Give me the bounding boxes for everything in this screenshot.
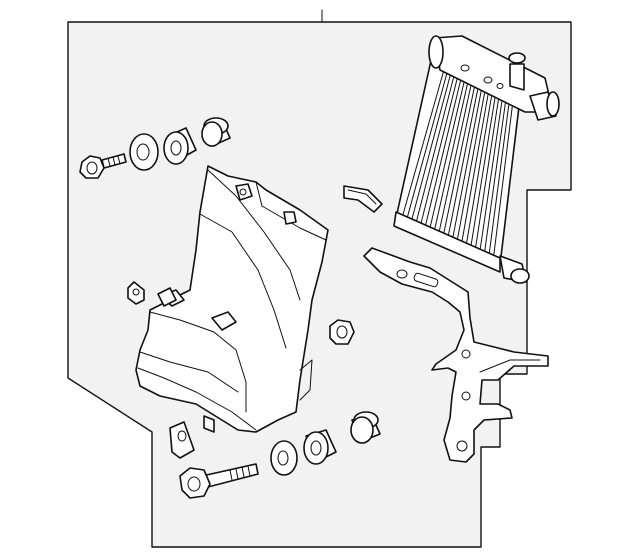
- duct-crease-5: [137, 367, 257, 431]
- upper-bolt: [79, 153, 127, 179]
- nut: [329, 319, 355, 345]
- bracket-arm-edge: [479, 359, 541, 373]
- radiator-fin: [420, 77, 458, 225]
- lower-grommet-hole: [310, 440, 322, 456]
- duct-tab-center: [211, 311, 237, 331]
- radiator-fin: [456, 90, 486, 242]
- retainer-clip-body: [169, 421, 195, 459]
- bracket-hole-2: [461, 349, 471, 359]
- upper-grommet: [163, 127, 197, 165]
- bracket-hole-3: [461, 391, 471, 401]
- duct-hole-top: [239, 188, 247, 196]
- radiator-fin: [406, 72, 448, 219]
- mounting-bracket: [363, 247, 549, 463]
- oil-cooler-bottom-tank: [393, 211, 501, 273]
- left-side-pin-body: [157, 287, 177, 307]
- radiator-fin: [483, 100, 507, 255]
- lower-bolt-head: [179, 467, 211, 499]
- seal-clip-body: [343, 185, 383, 213]
- pin-clip-hole: [132, 288, 140, 296]
- oil-cooler-hole-2: [483, 76, 493, 84]
- oil-cooler-side-outlet-end: [546, 91, 560, 117]
- upper-bolt-thread: [107, 155, 121, 167]
- radiator-fin: [442, 85, 476, 236]
- lower-grommet: [303, 429, 337, 465]
- bracket-hole-4: [456, 440, 468, 452]
- duct-crease-2: [199, 213, 287, 349]
- pin-clip-left: [127, 281, 145, 305]
- left-side-pin: [157, 287, 177, 307]
- radiator-fin: [447, 87, 479, 238]
- pin-clip-body: [127, 281, 145, 305]
- duct-crease-1: [207, 169, 301, 301]
- oil-cooler-hole-3: [496, 83, 504, 89]
- radiator-fin: [452, 89, 482, 240]
- oil-cooler-fins: [402, 71, 514, 259]
- nut-hex: [329, 319, 355, 345]
- duct-side-rib: [299, 359, 313, 401]
- oil-cooler-hole-1: [460, 64, 470, 72]
- lower-bushing: [350, 411, 381, 444]
- mounting-bracket-body: [363, 247, 549, 463]
- lower-bolt-head-face: [187, 476, 201, 492]
- lower-bolt: [179, 463, 259, 499]
- radiator-fin: [479, 98, 503, 253]
- upper-grommet-face: [163, 131, 189, 165]
- upper-bolt-head-face: [86, 161, 98, 175]
- lower-bushing-face: [350, 416, 374, 444]
- duct-tab-bottom: [203, 415, 215, 433]
- oil-cooler-lower-fitting-end: [510, 268, 530, 284]
- retainer-clip: [169, 421, 195, 459]
- upper-bushing: [201, 117, 231, 147]
- radiator-fin: [424, 79, 462, 228]
- upper-washer-hole: [136, 143, 150, 161]
- radiator-fin: [488, 102, 510, 257]
- lower-bolt-thread: [229, 465, 251, 481]
- oil-cooler-upper-pipe-end: [508, 52, 526, 64]
- oil-cooler-tank-cap: [428, 35, 444, 69]
- duct-crease-3: [149, 311, 247, 413]
- radiator-fin: [492, 103, 514, 259]
- lower-grommet-face: [303, 431, 329, 465]
- upper-washer: [129, 133, 159, 171]
- lower-washer-hole: [277, 450, 289, 466]
- oil-cooler: [393, 35, 560, 284]
- bracket-slot: [413, 272, 439, 288]
- oil-cooler-upper-pipe: [509, 63, 525, 91]
- radiator-fin: [438, 84, 472, 234]
- upper-grommet-hole: [170, 140, 182, 156]
- seal-clip: [343, 185, 383, 213]
- duct-tab-top: [235, 183, 253, 201]
- radiator-fin: [461, 92, 489, 244]
- radiator-fin: [474, 97, 500, 251]
- duct-tab-right: [283, 211, 297, 225]
- air-guide-duct: [135, 165, 329, 433]
- radiator-fin: [433, 82, 469, 232]
- upper-bushing-face: [201, 121, 223, 147]
- duct-top-lip: [255, 181, 327, 241]
- lower-washer-outer: [270, 440, 298, 476]
- radiator-fin: [411, 74, 451, 221]
- radiator-fin: [429, 80, 465, 230]
- radiator-fin: [415, 76, 455, 223]
- retainer-clip-hole: [177, 430, 187, 442]
- upper-bolt-head: [79, 155, 105, 179]
- lower-washer: [270, 440, 298, 476]
- seal-clip-edge: [347, 189, 377, 205]
- radiator-fin: [465, 94, 493, 246]
- upper-washer-outer: [129, 133, 159, 171]
- duct-crease-4: [139, 351, 239, 393]
- radiator-fin: [402, 71, 444, 217]
- radiator-fin: [470, 95, 496, 248]
- nut-hole: [336, 325, 348, 339]
- bracket-hole-1: [396, 269, 408, 279]
